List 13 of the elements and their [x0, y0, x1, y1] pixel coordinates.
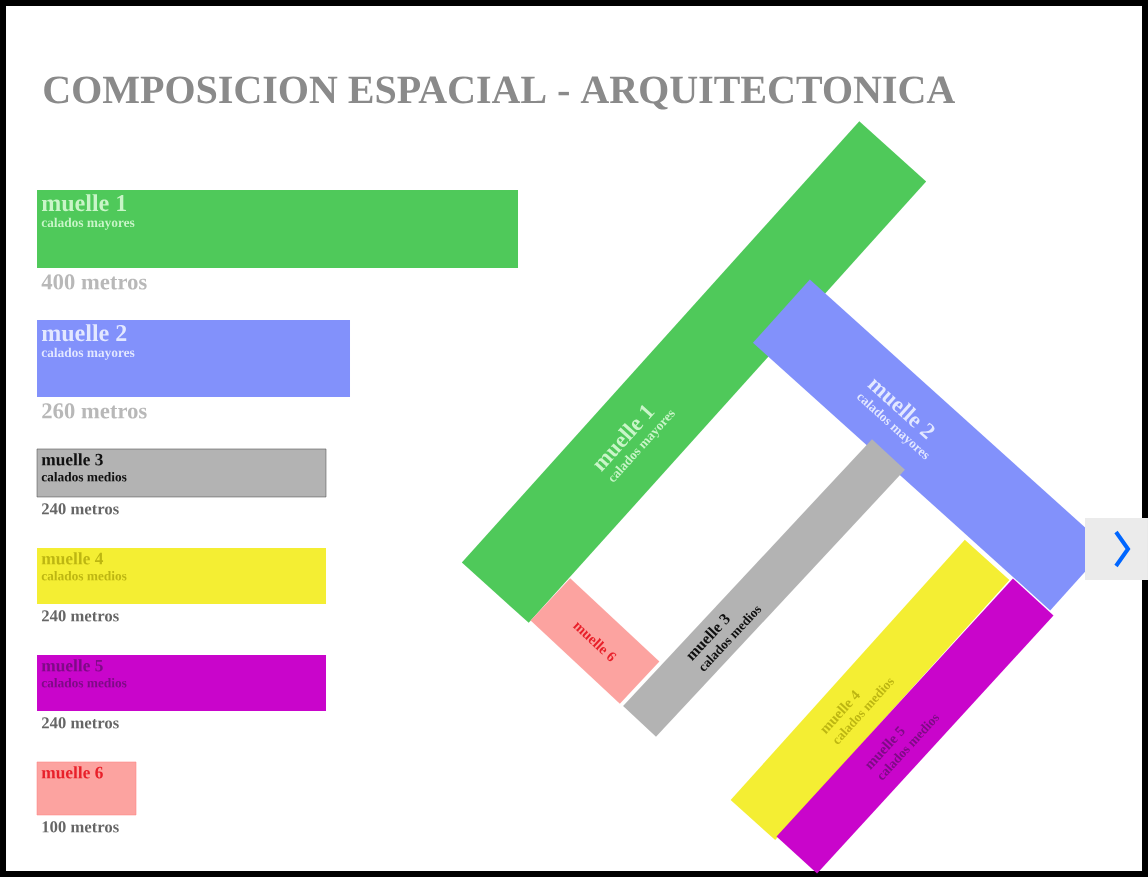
legend-bar: muelle 6 — [36, 761, 137, 816]
legend-bar: muelle 1 calados mayores — [37, 190, 518, 268]
length-label: 240 metros — [41, 503, 119, 515]
legend-bar: muelle 2 calados mayores — [37, 320, 350, 397]
length-label: 400 metros — [41, 274, 147, 290]
legend-bar: muelle 3 calados medios — [36, 448, 327, 498]
length-label: 260 metros — [42, 403, 147, 419]
legend-bar: muelle 5 calados medios — [37, 655, 326, 711]
length-label: 240 metros — [41, 717, 119, 729]
title: COMPOSICION ESPACIAL - ARQUITECTONICA — [44, 76, 955, 110]
length-label: 100 metros — [42, 821, 119, 833]
legend-bar: muelle 4 calados medios — [37, 548, 326, 604]
length-label: 240 metros — [41, 610, 119, 622]
